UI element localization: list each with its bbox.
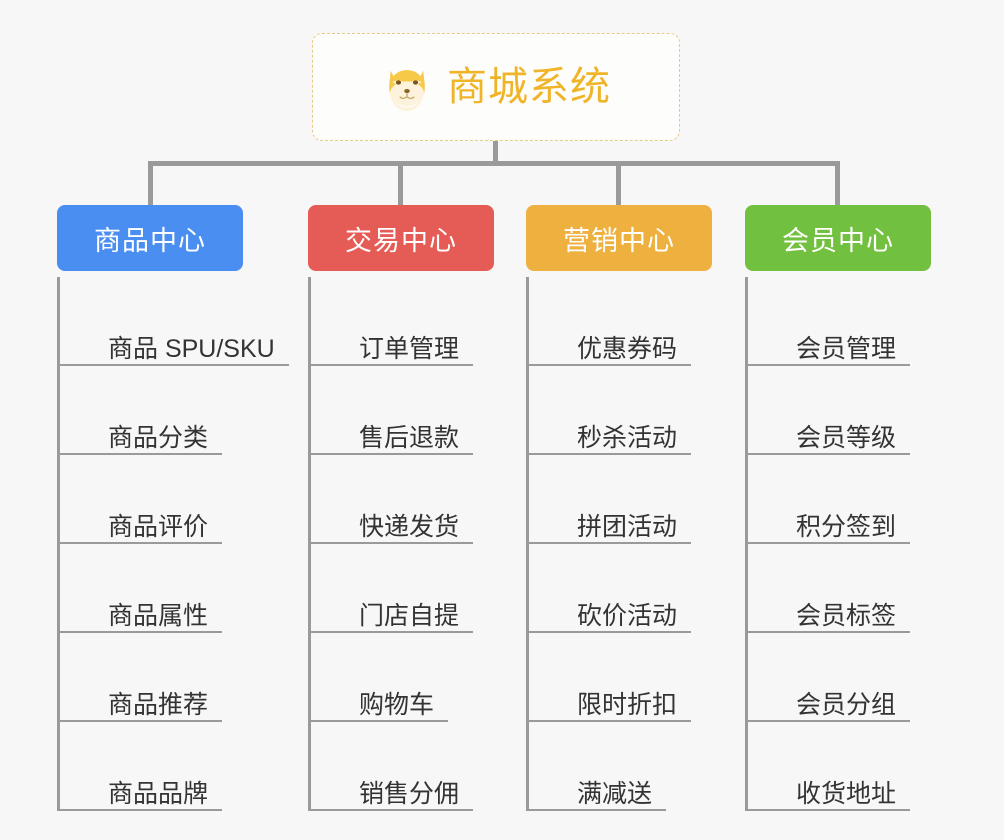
- list-item[interactable]: 购物车: [311, 633, 526, 722]
- leaf-label: 商品品牌: [108, 780, 209, 809]
- list-item[interactable]: 商品 SPU/SKU: [60, 277, 307, 366]
- leaf-label: 会员管理: [796, 335, 897, 364]
- root-title: 商城系统: [447, 65, 611, 109]
- category-label: 交易中心: [345, 225, 457, 256]
- leaf-label: 会员分组: [796, 691, 897, 720]
- shiba-dog-face-icon: [389, 69, 425, 112]
- list-item[interactable]: 商品分类: [60, 366, 307, 455]
- leaf-label: 购物车: [359, 691, 435, 720]
- branch-column-2: 交易中心 订单管理 售后退款 快递发货 门店自提 购物车 销售分佣: [308, 205, 526, 811]
- connector-drop-1: [148, 161, 153, 205]
- leaf-label: 会员标签: [796, 602, 897, 631]
- connector-drop-2: [398, 161, 403, 205]
- leaf-label: 商品评价: [108, 513, 209, 542]
- category-header-3[interactable]: 营销中心: [526, 205, 712, 271]
- list-item[interactable]: 满减送: [529, 722, 744, 811]
- leaf-label: 快递发货: [359, 513, 460, 542]
- list-item[interactable]: 会员标签: [748, 544, 963, 633]
- leaf-label: 会员等级: [796, 424, 897, 453]
- leaf-label: 订单管理: [359, 335, 460, 364]
- list-item[interactable]: 拼团活动: [529, 455, 744, 544]
- list-item[interactable]: 会员分组: [748, 633, 963, 722]
- leaf-label: 销售分佣: [359, 780, 460, 809]
- connector-drop-3: [616, 161, 621, 205]
- connector-horizontal-bus: [148, 161, 840, 166]
- list-item[interactable]: 会员等级: [748, 366, 963, 455]
- list-item[interactable]: 快递发货: [311, 455, 526, 544]
- leaf-label: 积分签到: [796, 513, 897, 542]
- branch-column-3: 营销中心 优惠券码 秒杀活动 拼团活动 砍价活动 限时折扣 满减送: [526, 205, 744, 811]
- connector-drop-4: [835, 161, 840, 205]
- list-item[interactable]: 会员管理: [748, 277, 963, 366]
- list-item[interactable]: 销售分佣: [311, 722, 526, 811]
- list-item[interactable]: 商品属性: [60, 544, 307, 633]
- list-item[interactable]: 订单管理: [311, 277, 526, 366]
- leaf-list-3: 优惠券码 秒杀活动 拼团活动 砍价活动 限时折扣 满减送: [526, 277, 744, 811]
- leaf-label: 满减送: [577, 780, 653, 809]
- list-item[interactable]: 商品品牌: [60, 722, 307, 811]
- category-label: 会员中心: [782, 225, 894, 256]
- leaf-label: 售后退款: [359, 424, 460, 453]
- category-label: 商品中心: [94, 225, 206, 256]
- category-header-4[interactable]: 会员中心: [745, 205, 931, 271]
- leaf-label: 优惠券码: [577, 335, 678, 364]
- list-item[interactable]: 砍价活动: [529, 544, 744, 633]
- leaf-label: 商品推荐: [108, 691, 209, 720]
- root-node[interactable]: 商城系统: [312, 33, 680, 141]
- list-item[interactable]: 售后退款: [311, 366, 526, 455]
- leaf-label: 拼团活动: [577, 513, 678, 542]
- leaf-label: 门店自提: [359, 602, 460, 631]
- leaf-list-4: 会员管理 会员等级 积分签到 会员标签 会员分组 收货地址: [745, 277, 963, 811]
- list-item[interactable]: 限时折扣: [529, 633, 744, 722]
- leaf-label: 商品分类: [108, 424, 209, 453]
- category-header-2[interactable]: 交易中心: [308, 205, 494, 271]
- leaf-label: 秒杀活动: [577, 424, 678, 453]
- category-header-1[interactable]: 商品中心: [57, 205, 243, 271]
- list-item[interactable]: 商品评价: [60, 455, 307, 544]
- list-item[interactable]: 秒杀活动: [529, 366, 744, 455]
- leaf-label: 商品 SPU/SKU: [108, 335, 275, 364]
- branch-column-1: 商品中心 商品 SPU/SKU 商品分类 商品评价 商品属性 商品推荐 商品品牌: [57, 205, 307, 811]
- list-item[interactable]: 门店自提: [311, 544, 526, 633]
- list-item[interactable]: 商品推荐: [60, 633, 307, 722]
- category-label: 营销中心: [563, 225, 675, 256]
- branch-column-4: 会员中心 会员管理 会员等级 积分签到 会员标签 会员分组 收货地址: [745, 205, 963, 811]
- connector-root-stem: [493, 141, 498, 166]
- leaf-label: 砍价活动: [577, 602, 678, 631]
- list-item[interactable]: 优惠券码: [529, 277, 744, 366]
- leaf-label: 商品属性: [108, 602, 209, 631]
- leaf-list-1: 商品 SPU/SKU 商品分类 商品评价 商品属性 商品推荐 商品品牌: [57, 277, 307, 811]
- list-item[interactable]: 积分签到: [748, 455, 963, 544]
- leaf-list-2: 订单管理 售后退款 快递发货 门店自提 购物车 销售分佣: [308, 277, 526, 811]
- leaf-label: 限时折扣: [577, 691, 678, 720]
- leaf-label: 收货地址: [796, 780, 897, 809]
- list-item[interactable]: 收货地址: [748, 722, 963, 811]
